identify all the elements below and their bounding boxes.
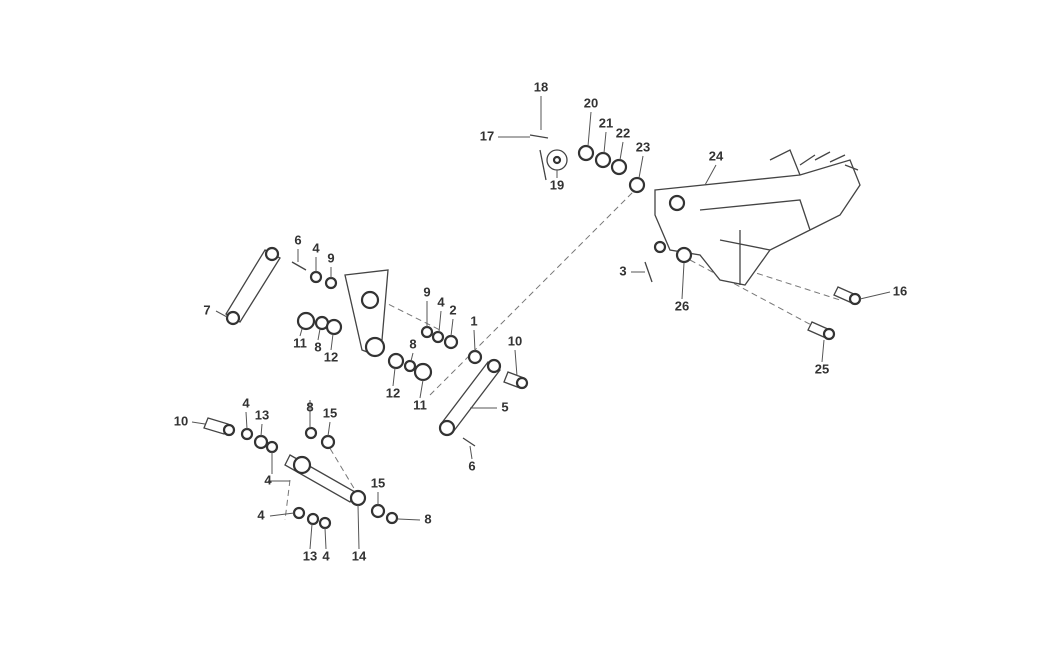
bucket [653, 149, 861, 286]
callout-12: 12 [324, 349, 338, 364]
callout-labels: 18 20 21 22 17 23 24 19 6 4 9 3 16 26 9 … [174, 79, 907, 563]
callout-25: 25 [815, 361, 829, 376]
callout-19: 19 [550, 177, 564, 192]
callout-8: 8 [409, 336, 416, 351]
callout-24: 24 [709, 148, 724, 163]
callout-15: 15 [323, 405, 337, 420]
callout-18: 18 [534, 79, 548, 94]
callout-13: 13 [303, 548, 317, 563]
callout-21: 21 [599, 115, 613, 130]
upper-hardware [529, 134, 646, 194]
callout-22: 22 [616, 125, 630, 140]
callout-20: 20 [584, 95, 598, 110]
callout-14: 14 [352, 548, 367, 563]
callout-8: 8 [314, 339, 321, 354]
callout-6: 6 [468, 458, 475, 473]
callout-4: 4 [437, 294, 445, 309]
callout-4: 4 [257, 507, 265, 522]
callout-15: 15 [371, 475, 385, 490]
pins [203, 149, 862, 447]
callout-23: 23 [636, 139, 650, 154]
callout-11: 11 [293, 335, 307, 350]
callout-3: 3 [619, 263, 626, 278]
arm-plate [344, 269, 389, 358]
callout-4: 4 [264, 472, 272, 487]
callout-4: 4 [312, 240, 320, 255]
callout-11: 11 [413, 397, 427, 412]
callout-4: 4 [242, 395, 250, 410]
callout-8: 8 [306, 399, 313, 414]
links [225, 246, 502, 507]
callout-13: 13 [255, 407, 269, 422]
callout-6: 6 [294, 232, 301, 247]
callout-5: 5 [501, 399, 508, 414]
callout-7: 7 [203, 302, 210, 317]
callout-12: 12 [386, 385, 400, 400]
callout-4: 4 [322, 548, 330, 563]
callout-16: 16 [893, 283, 907, 298]
callout-2: 2 [449, 302, 456, 317]
callout-10: 10 [174, 413, 188, 428]
callout-9: 9 [327, 250, 334, 265]
bushings [240, 270, 483, 530]
callout-8: 8 [424, 511, 431, 526]
callout-9: 9 [423, 284, 430, 299]
callout-17: 17 [480, 128, 494, 143]
leader-lines [191, 96, 891, 550]
callout-10: 10 [508, 333, 522, 348]
callout-1: 1 [470, 313, 477, 328]
callout-26: 26 [675, 298, 689, 313]
